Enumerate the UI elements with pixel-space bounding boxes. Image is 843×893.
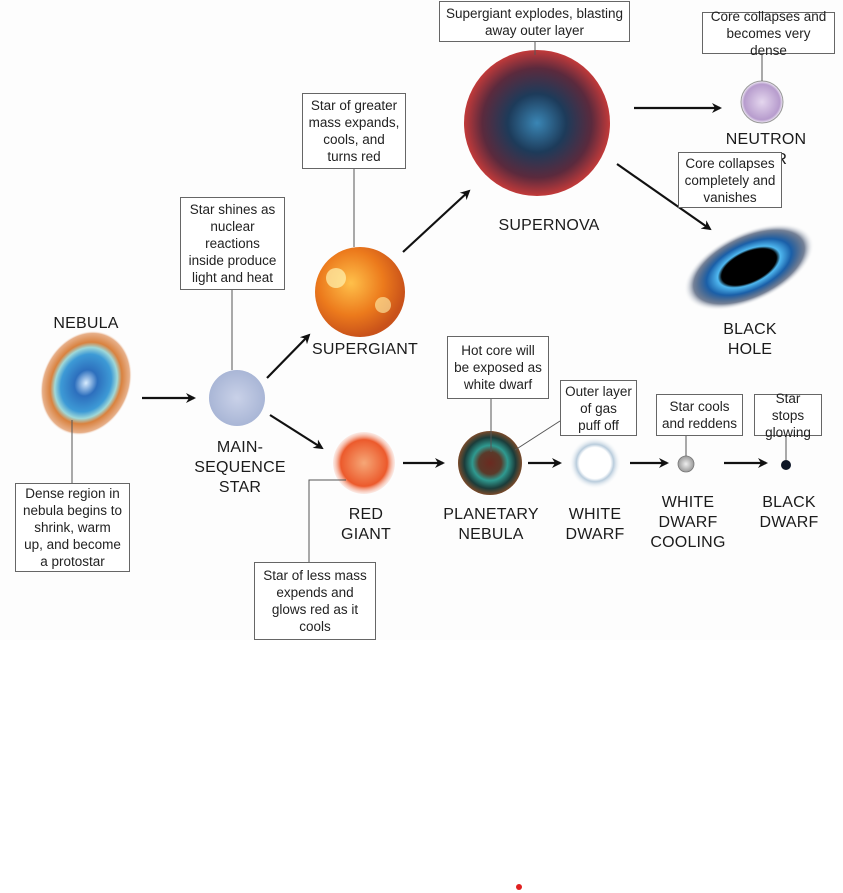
note-supernova: Supergiant explodes, blasting away outer… (439, 1, 630, 42)
note-white-dwarf-cooling: Star cools and reddens (656, 394, 743, 436)
leader-red-giant (308, 479, 346, 562)
stage-label-supergiant: SUPERGIANT (311, 341, 419, 358)
note-supergiant: Star of greater mass expands, cools, and… (302, 93, 406, 169)
arrow-supernova-to-black-hole (616, 163, 712, 231)
white-dwarf-cooling-image (677, 455, 695, 473)
supergiant-flare-2 (375, 297, 391, 313)
arrow-main-to-red-giant (269, 414, 324, 450)
stage-label-planetary-nebula: PLANETARY NEBULA (443, 506, 539, 543)
note-nebula: Dense region in nebula begins to shrink,… (15, 483, 130, 572)
stage-label-supernova: SUPERNOVA (498, 217, 600, 234)
stage-label-nebula: NEBULA (53, 315, 119, 332)
planetary-nebula-image (458, 431, 522, 495)
stage-label-black-hole: BLACK HOLE (723, 321, 777, 358)
supernova-image (464, 50, 610, 196)
red-giant-image (333, 432, 395, 494)
supergiant-flare-1 (326, 268, 346, 288)
note-red-giant: Star of less mass expends and glows red … (254, 562, 376, 640)
black-hole-image (683, 223, 815, 311)
neutron-star-image (740, 80, 784, 124)
arrow-supergiant-to-supernova (402, 189, 471, 253)
note-black-dwarf: Star stops glowing (754, 391, 822, 440)
connectors-layer (40, 42, 815, 562)
black-dwarf-image (781, 460, 791, 470)
leader-white-dwarf (514, 420, 561, 451)
main-sequence-star-image (209, 370, 265, 426)
star-lifecycle-diagram: NEBULA MAIN- SEQUENCE STAR SUPERGIANT SU… (15, 1, 835, 640)
nebula-image (40, 330, 132, 436)
cursor-marker-dot (516, 884, 522, 890)
stage-label-black-dwarf: BLACK DWARF (759, 494, 819, 531)
stage-label-main-sequence: MAIN- SEQUENCE STAR (194, 439, 286, 496)
note-white-dwarf: Outer layer of gas puff off (560, 380, 637, 436)
note-planetary-nebula: Hot core will be exposed as white dwarf (447, 336, 549, 399)
stage-label-white-dwarf: WHITE DWARF (565, 506, 625, 543)
supergiant-image (315, 247, 405, 337)
note-black-hole: Core collapses completely and vanishes (678, 152, 782, 208)
note-main-sequence: Star shines as nuclear reactions inside … (180, 197, 285, 290)
white-dwarf-image (569, 437, 621, 489)
arrow-main-to-supergiant (266, 333, 311, 379)
stage-label-red-giant: RED GIANT (341, 506, 391, 543)
note-neutron-star: Core collapses and becomes very dense (702, 9, 835, 58)
stage-label-white-dwarf-cooling: WHITE DWARF COOLING (650, 494, 726, 551)
